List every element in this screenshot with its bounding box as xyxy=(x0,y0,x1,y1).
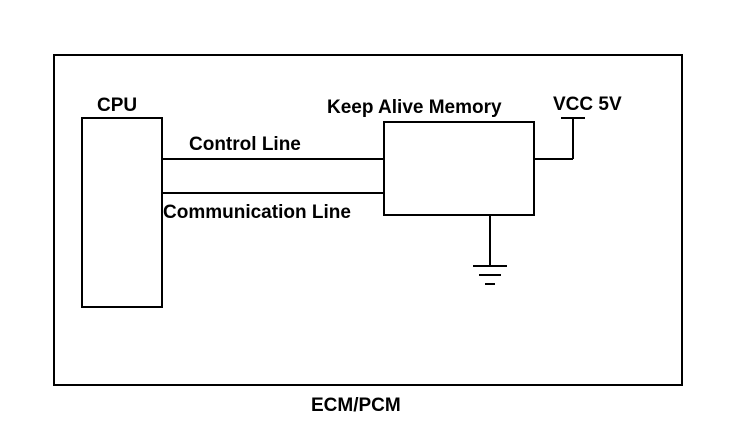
keep-alive-memory-block xyxy=(383,121,535,216)
communication-line-label: Communication Line xyxy=(163,202,351,223)
ground-symbol xyxy=(473,215,507,285)
control-line-label: Control Line xyxy=(189,134,301,155)
keep-alive-memory-label: Keep Alive Memory xyxy=(327,97,502,118)
cpu-label: CPU xyxy=(97,95,137,116)
vcc-label: VCC 5V xyxy=(553,94,622,115)
vcc-connection xyxy=(534,117,585,160)
cpu-block xyxy=(81,117,163,308)
ecm-pcm-enclosure xyxy=(53,54,683,386)
ecm-pcm-label: ECM/PCM xyxy=(311,395,401,416)
